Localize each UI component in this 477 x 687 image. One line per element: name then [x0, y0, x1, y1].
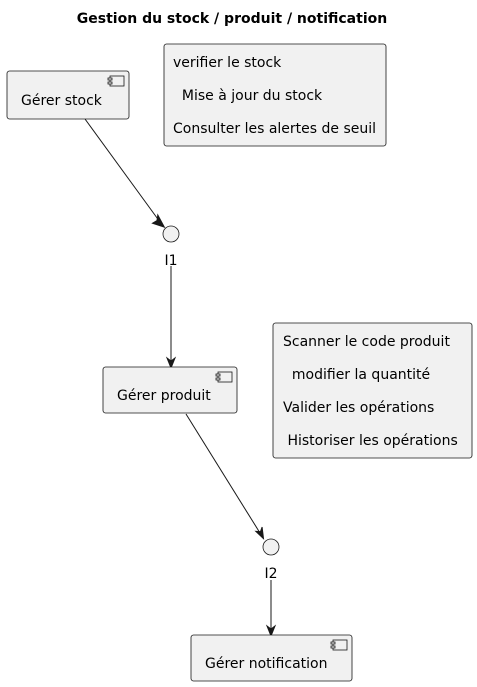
interface-i2[interactable]: I2: [262, 538, 280, 582]
edges-layer: [84, 118, 277, 638]
interface-label: I2: [264, 566, 277, 582]
interface-label: I1: [164, 253, 177, 269]
arrowhead: [151, 213, 166, 229]
note-line: modifier la quantité: [283, 367, 430, 383]
component-icon: [330, 639, 348, 651]
note-line: Scanner le code produit: [283, 334, 450, 350]
component-label: Gérer stock: [21, 93, 103, 109]
arrowhead: [265, 624, 277, 638]
interface-i1[interactable]: I1: [162, 225, 180, 269]
note-stock-tasks[interactable]: verifier le stock Mise à jour du stock C…: [163, 43, 387, 147]
arrowhead: [165, 356, 177, 370]
component-label: Gérer notification: [205, 656, 327, 672]
component-icon: [107, 75, 125, 87]
note-line: Historiser les opérations: [283, 433, 458, 449]
note-line: Valider les opérations: [283, 400, 434, 416]
edge-i2-to-notification: [265, 580, 277, 638]
interface-circle: [162, 225, 180, 243]
interface-circle: [262, 538, 280, 556]
edge-produit-to-i2: [185, 413, 265, 540]
edge-stock-to-i1: [84, 118, 166, 229]
edge-i1-to-produit: [165, 266, 177, 370]
component-gerer-stock[interactable]: Gérer stock: [6, 70, 130, 120]
note-line: Mise à jour du stock: [173, 88, 323, 104]
component-icon: [215, 371, 233, 383]
note-line: verifier le stock: [173, 55, 282, 71]
component-label: Gérer produit: [117, 388, 211, 404]
component-gerer-notification[interactable]: Gérer notification: [190, 634, 353, 682]
note-produit-tasks[interactable]: Scanner le code produit modifier la quan…: [272, 322, 473, 459]
component-gerer-produit[interactable]: Gérer produit: [102, 366, 238, 414]
arrowhead: [254, 526, 265, 540]
note-line: Consulter les alertes de seuil: [173, 121, 376, 137]
diagram-title: Gestion du stock / produit / notificatio…: [77, 11, 387, 27]
